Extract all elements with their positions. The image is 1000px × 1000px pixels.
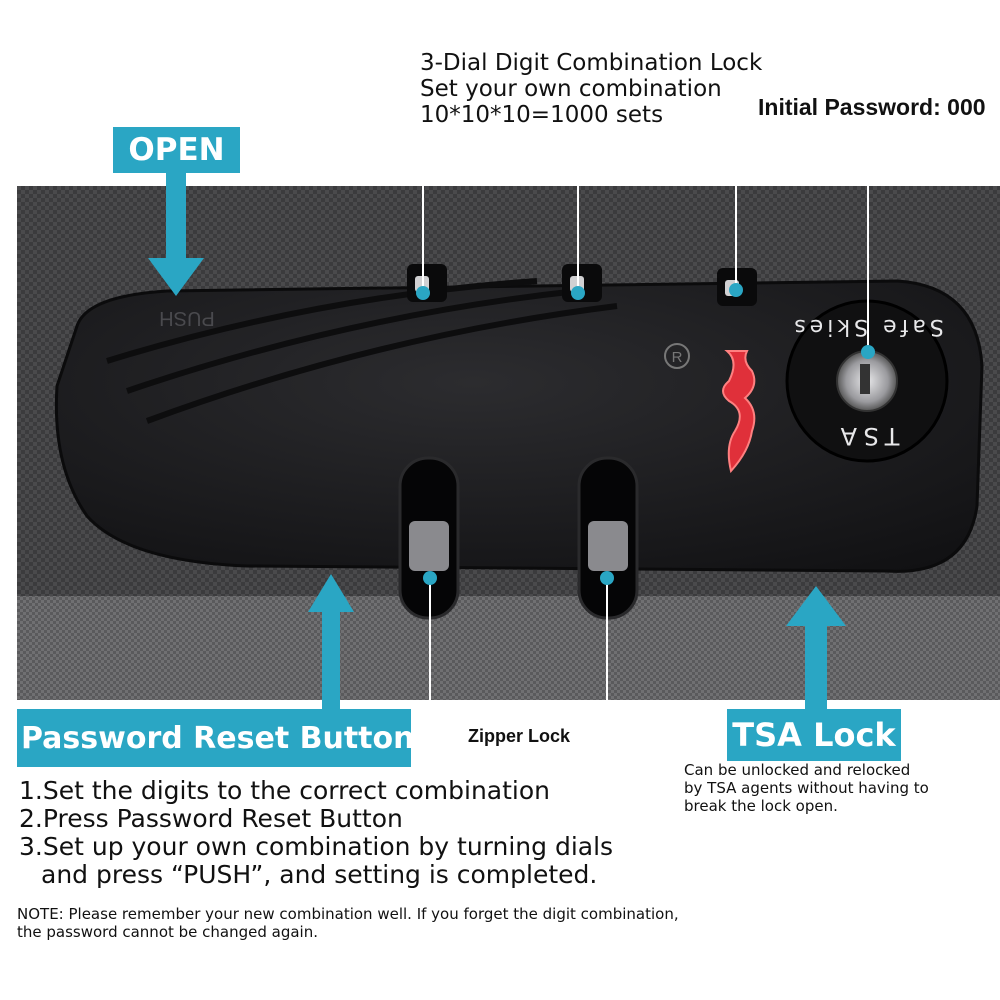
tsa-description-line: Can be unlocked and relocked [684,761,911,779]
dial-callout-sets: 10*10*10=1000 sets [420,102,664,128]
keyhole-marker [861,345,875,359]
registered-icon [664,343,690,369]
tsa-arrow-icon [786,586,846,626]
dial-callout-line [422,129,737,295]
zipper-lock-label: Zipper Lock [468,726,571,746]
tsa-ring-engraving: TSA [835,422,901,450]
push-engraving: PUSH [159,307,215,329]
groove-1 [106,278,538,364]
tsa-description-line: by TSA agents without having to [684,779,929,797]
zipper-right-marker [600,571,614,585]
tsa-indicator-icon [722,350,756,474]
step-3-continued: and press “PUSH”, and setting is complet… [41,860,598,889]
lock-body [54,279,984,573]
reset-arrow-shaft [322,610,340,710]
instruction-steps: 1.Set the digits to the correct combinat… [19,777,613,889]
zipper-callout-line [429,578,608,723]
reset-arrow-icon [308,574,354,612]
keyhole-slot [860,364,870,394]
dial-2-marker [571,286,585,300]
zipper-pin-left [409,521,449,571]
dial-3-marker [729,283,743,297]
open-arrow-icon [148,258,204,296]
note-line: the password cannot be changed again. [17,923,319,941]
step-3: 3.Set up your own combination by turning… [19,832,614,861]
dial-callout-text: 3-Dial Digit Combination Lock Set your o… [420,50,762,128]
tsa-description: Can be unlocked and relocked by TSA agen… [684,761,929,815]
dial-1-marker [416,286,430,300]
tsa-description-line: break the lock open. [684,797,838,815]
password-reset-banner: Password Reset Button [17,709,415,767]
step-1: 1.Set the digits to the correct combinat… [19,776,550,805]
tsa-arrow-shaft [805,624,827,710]
tsa-lock-banner: TSA Lock [727,709,901,761]
initial-password: Initial Password: 000 [758,94,986,120]
open-arrow-shaft [166,172,186,260]
registered-letter: R [672,349,683,366]
groove-3 [145,303,618,424]
open-banner: OPEN [113,127,240,173]
groove-2 [126,288,578,394]
dial-callout-subtitle: Set your own combination [420,76,722,102]
note-line: NOTE: Please remember your new combinati… [17,905,679,923]
step-2: 2.Press Password Reset Button [19,804,403,833]
zipper-pin-right [588,521,628,571]
dial-callout-title: 3-Dial Digit Combination Lock [420,50,763,76]
note: NOTE: Please remember your new combinati… [17,905,679,941]
zipper-left-marker [423,571,437,585]
